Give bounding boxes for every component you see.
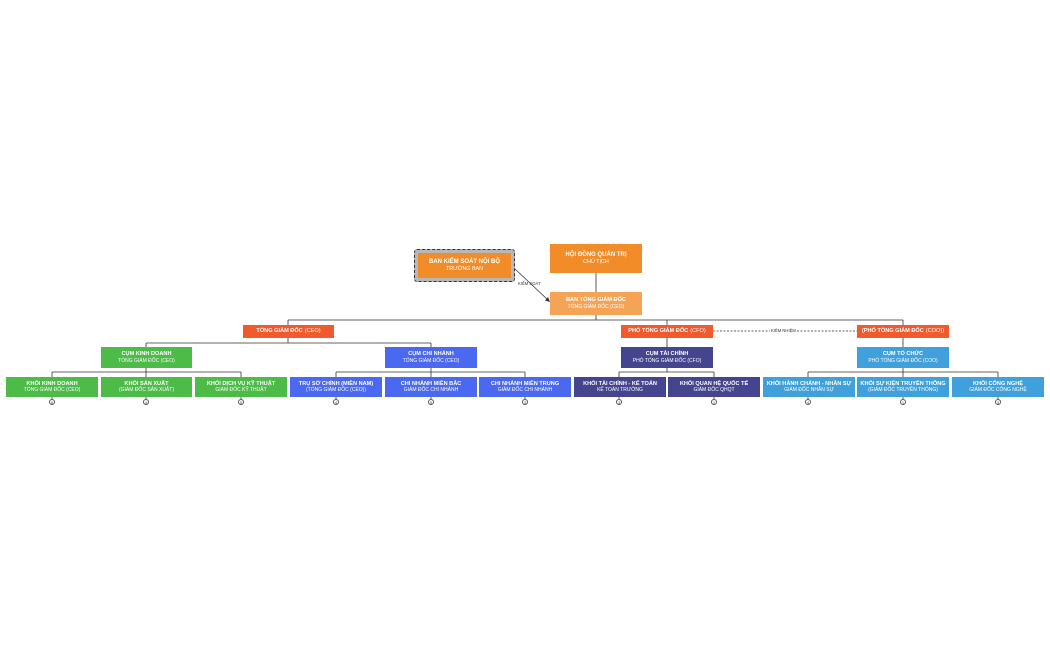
node-subtitle: PHÓ TỔNG GIÁM ĐỐC (COO) [868,357,938,364]
node-executive-board[interactable]: BAN TỔNG GIÁM ĐỐC TỔNG GIÁM ĐỐC (CEO) [550,292,642,315]
count-badge[interactable]: 5 [428,399,434,405]
count-badge[interactable]: 4 [333,399,339,405]
label-concurrent: KIÊM NHIỆM [770,328,797,333]
node-subtitle: (GIÁM ĐỐC SẢN XUẤT) [118,387,174,394]
node-unit-technology[interactable]: KHỐI CÔNG NGHỆ GIÁM ĐỐC CÔNG NGHỆ [952,377,1044,397]
node-unit-production[interactable]: KHỐI SẢN XUẤT (GIÁM ĐỐC SẢN XUẤT) [101,377,192,397]
node-title: PHÓ TỔNG GIÁM ĐỐC [628,328,689,335]
count-badge[interactable]: 3 [995,399,1001,405]
node-subtitle: GIÁM ĐỐC NHÂN SỰ [784,387,834,394]
node-subtitle: (GIÁM ĐỐC TRUYỀN THÔNG) [868,387,938,394]
node-unit-headquarters[interactable]: TRỤ SỞ CHÍNH (MIỀN NAM) (TỔNG GIÁM ĐỐC (… [290,377,382,397]
node-title: KHỐI SẢN XUẤT [124,380,169,387]
node-subtitle: TỔNG GIÁM ĐỐC (CEO) [567,303,625,310]
count-badge[interactable]: 4 [805,399,811,405]
node-title: CỤM TỔ CHỨC [882,351,924,358]
node-subtitle: KẾ TOÁN TRƯỞNG [597,387,643,394]
node-unit-media[interactable]: KHỐI SỰ KIỆN TRUYỀN THÔNG (GIÁM ĐỐC TRUY… [857,377,949,397]
node-subtitle: GIÁM ĐỐC CÔNG NGHỆ [969,387,1027,394]
node-subtitle: (COO)) [925,328,945,335]
node-subtitle: (CFO) [690,328,706,335]
node-unit-international[interactable]: KHỐI QUAN HỆ QUỐC TẾ GIÁM ĐỐC QHQT [668,377,760,397]
node-cluster-branch[interactable]: CỤM CHI NHÁNH TỔNG GIÁM ĐỐC (CEO) [385,347,477,368]
node-subtitle: TỔNG GIÁM ĐỐC (CEO) [23,387,81,394]
node-title: HỘI ĐỒNG QUẢN TRỊ [565,251,627,258]
node-subtitle: TỔNG GIÁM ĐỐC (CEO) [402,357,460,364]
node-unit-accounting[interactable]: KHỐI TÀI CHÍNH - KẾ TOÁN KẾ TOÁN TRƯỞNG [574,377,666,397]
node-title: BAN TỔNG GIÁM ĐỐC [566,297,626,304]
node-unit-hr[interactable]: KHỐI HÀNH CHÁNH - NHÂN SỰ GIÁM ĐỐC NHÂN … [763,377,855,397]
node-subtitle: GIÁM ĐỐC QHQT [693,387,735,394]
arrow-head-icon [545,297,550,302]
count-badge[interactable]: 5 [238,399,244,405]
node-subtitle: GIÁM ĐỐC CHI NHÁNH [497,387,553,394]
node-subtitle: TỔNG GIÁM ĐỐC (CEO) [118,357,175,364]
node-subtitle: (CEO) [304,328,321,335]
node-ceo[interactable]: TỔNG GIÁM ĐỐC (CEO) [243,325,334,338]
connector-audit-control [513,267,549,301]
node-title: KHỐI TÀI CHÍNH - KẾ TOÁN [583,380,657,387]
node-cluster-finance[interactable]: CỤM TÀI CHÍNH PHÓ TỔNG GIÁM ĐỐC (CFO) [621,347,713,368]
node-board-of-directors[interactable]: HỘI ĐỒNG QUẢN TRỊ CHỦ TỊCH [550,244,642,273]
node-title: TỔNG GIÁM ĐỐC [256,328,303,335]
node-cfo[interactable]: PHÓ TỔNG GIÁM ĐỐC (CFO) [621,325,713,338]
node-subtitle: PHÓ TỔNG GIÁM ĐỐC (CFO) [632,357,702,364]
node-subtitle: GIÁM ĐỐC CHI NHÁNH [403,387,459,394]
label-control: KIỂM SOÁT [518,281,541,286]
count-badge[interactable]: 6 [49,399,55,405]
node-subtitle: GIÁM ĐỐC KỸ THUẬT [215,387,267,394]
node-subtitle: CHỦ TỊCH [583,258,609,265]
node-title: KHỐI HÀNH CHÁNH - NHÂN SỰ [766,380,852,387]
node-unit-central-branch[interactable]: CHI NHÁNH MIỀN TRUNG GIÁM ĐỐC CHI NHÁNH [479,377,571,397]
node-cluster-business[interactable]: CỤM KINH DOANH TỔNG GIÁM ĐỐC (CEO) [101,347,192,368]
node-cluster-organization[interactable]: CỤM TỔ CHỨC PHÓ TỔNG GIÁM ĐỐC (COO) [857,347,949,368]
node-title: CỤM CHI NHÁNH [408,351,454,358]
node-title: KHỐI QUAN HỆ QUỐC TẾ [679,380,749,387]
node-title: KHỐI SỰ KIỆN TRUYỀN THÔNG [860,380,946,387]
count-badge[interactable]: 3 [616,399,622,405]
node-title: TRỤ SỞ CHÍNH (MIỀN NAM) [298,380,374,387]
node-title: KHỐI CÔNG NGHỆ [972,380,1024,387]
count-badge[interactable]: 4 [143,399,149,405]
node-title: CỤM KINH DOANH [121,351,172,358]
count-badge[interactable]: 1 [711,399,717,405]
node-title: KHỐI KINH DOANH [26,380,78,387]
count-badge[interactable]: 1 [900,399,906,405]
node-unit-sales[interactable]: KHỐI KINH DOANH TỔNG GIÁM ĐỐC (CEO) [6,377,98,397]
node-title: BAN KIỂM SOÁT NỘI BỘ [428,258,500,265]
node-subtitle: (TỔNG GIÁM ĐỐC (CEO)) [306,387,366,394]
node-title: (PHÓ TỔNG GIÁM ĐỐC [861,328,924,335]
node-unit-north-branch[interactable]: CHI NHÁNH MIỀN BẮC GIÁM ĐỐC CHI NHÁNH [385,377,477,397]
node-title: KHỐI DỊCH VỤ KỸ THUẬT [206,380,276,387]
node-title: CỤM TÀI CHÍNH [645,351,689,358]
node-title: CHI NHÁNH MIỀN TRUNG [490,380,560,387]
node-subtitle: TRƯỞNG BAN [445,265,484,272]
node-title: CHI NHÁNH MIỀN BẮC [400,380,462,387]
node-internal-audit[interactable]: BAN KIỂM SOÁT NỘI BỘ TRƯỞNG BAN [418,253,511,278]
node-unit-tech-service[interactable]: KHỐI DỊCH VỤ KỸ THUẬT GIÁM ĐỐC KỸ THUẬT [195,377,287,397]
node-coo[interactable]: (PHÓ TỔNG GIÁM ĐỐC (COO)) [857,325,949,338]
count-badge[interactable]: 3 [522,399,528,405]
